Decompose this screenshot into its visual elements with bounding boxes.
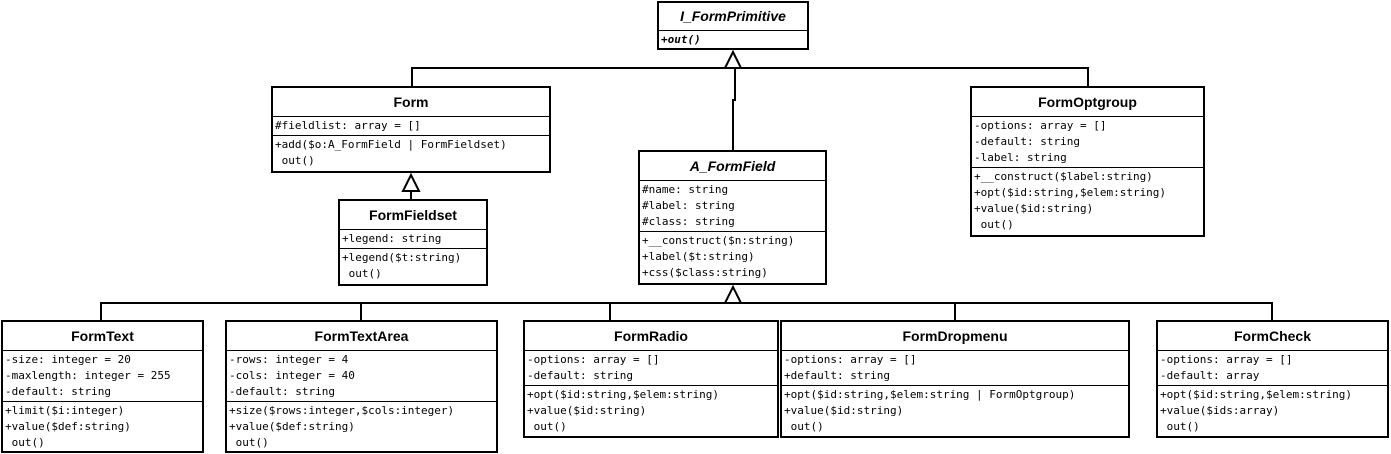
attributes-compartment: -rows: integer = 4 -cols: integer = 40 -… xyxy=(227,351,496,402)
operation: +opt($id:string,$elem:string) xyxy=(527,388,720,401)
class-formcheck[interactable]: FormCheck -options: array = [] -default:… xyxy=(1156,320,1389,438)
class-name: FormDropmenu xyxy=(782,322,1128,351)
attribute: -options: array = [] xyxy=(784,353,917,366)
attribute: +default: string xyxy=(784,369,890,382)
attribute: +legend: string xyxy=(342,232,442,245)
operation: +opt($id:string,$elem:string | FormOptgr… xyxy=(784,388,1076,401)
attribute: -options: array = [] xyxy=(974,119,1107,132)
class-name: Form xyxy=(273,88,549,117)
operations-compartment: +limit($i:integer) +value($def:string) o… xyxy=(3,402,202,452)
operations-compartment: +opt($id:string,$elem:string) +value($id… xyxy=(525,386,777,436)
operation: +__construct($n:string) xyxy=(642,234,795,247)
class-name: A_FormField xyxy=(640,152,825,181)
operation: +legend($t:string) xyxy=(342,251,462,264)
generalization-arrowhead-a-formfield xyxy=(723,284,743,304)
attributes-compartment: -options: array = [] -default: array xyxy=(1158,351,1387,386)
operation: +value($id:string) xyxy=(784,404,904,417)
class-name: FormCheck xyxy=(1158,322,1387,351)
operations-compartment: +size($rows:integer,$cols:integer) +valu… xyxy=(227,402,496,452)
operations-compartment: +__construct($label:string) +opt($id:str… xyxy=(972,168,1203,234)
operations-compartment: +out() xyxy=(659,31,807,49)
operation: +limit($i:integer) xyxy=(5,404,125,417)
class-formradio[interactable]: FormRadio -options: array = [] -default:… xyxy=(523,320,779,438)
attribute: -options: array = [] xyxy=(527,353,660,366)
class-a-formfield[interactable]: A_FormField #name: string #label: string… xyxy=(638,150,827,285)
class-name: FormOptgroup xyxy=(972,88,1203,117)
edge-formtext-to-a-formfield xyxy=(100,302,733,320)
operation: out() xyxy=(342,267,382,280)
operation: +value($ids:array) xyxy=(1160,404,1280,417)
attribute: -default: string xyxy=(974,135,1080,148)
attribute: -cols: integer = 40 xyxy=(229,369,355,382)
operation: +label($t:string) xyxy=(642,250,755,263)
class-formfieldset[interactable]: FormFieldset +legend: string +legend($t:… xyxy=(338,199,488,286)
generalization-arrowhead-form xyxy=(401,172,421,192)
attributes-compartment: #name: string #label: string #class: str… xyxy=(640,181,825,232)
attribute: -rows: integer = 4 xyxy=(229,353,349,366)
operation: out() xyxy=(527,420,567,433)
operation: +__construct($label:string) xyxy=(974,170,1153,183)
operation: +value($def:string) xyxy=(229,420,355,433)
attribute: -default: string xyxy=(5,385,111,398)
operation: +value($id:string) xyxy=(527,404,647,417)
edge-a-formfield-to-i-formprimitive xyxy=(732,68,736,150)
attribute: -label: string xyxy=(974,151,1067,164)
operation: +opt($id:string,$elem:string) xyxy=(1160,388,1353,401)
attribute: -default: string xyxy=(527,369,633,382)
operation: out() xyxy=(784,420,824,433)
attribute: #class: string xyxy=(642,215,735,228)
edge-formoptgroup-to-i-formprimitive xyxy=(733,67,1089,86)
class-name: I_FormPrimitive xyxy=(659,3,807,31)
attribute: -size: integer = 20 xyxy=(5,353,131,366)
operations-compartment: +add($o:A_FormField | FormFieldset) out(… xyxy=(273,136,549,170)
operation: out() xyxy=(229,436,269,449)
operation: out() xyxy=(1160,420,1200,433)
attributes-compartment: #fieldlist: array = [] xyxy=(273,117,549,136)
class-name: FormTextArea xyxy=(227,322,496,351)
operations-compartment: +legend($t:string) out() xyxy=(340,249,486,283)
attribute: -default: array xyxy=(1160,369,1260,382)
attributes-compartment: -size: integer = 20 -maxlength: integer … xyxy=(3,351,202,402)
operations-compartment: +opt($id:string,$elem:string) +value($id… xyxy=(1158,386,1387,436)
attributes-compartment: +legend: string xyxy=(340,230,486,249)
operation: +out() xyxy=(661,33,701,46)
attribute: #name: string xyxy=(642,183,729,196)
generalization-arrowhead-i-formprimitive xyxy=(723,49,743,69)
attribute: -maxlength: integer = 255 xyxy=(5,369,171,382)
attribute: -options: array = [] xyxy=(1160,353,1293,366)
attribute: #label: string xyxy=(642,199,735,212)
attribute: -default: string xyxy=(229,385,335,398)
class-form[interactable]: Form #fieldlist: array = [] +add($o:A_Fo… xyxy=(271,86,551,173)
class-name: FormText xyxy=(3,322,202,351)
operation: out() xyxy=(275,154,315,167)
attributes-compartment: -options: array = [] +default: string xyxy=(782,351,1128,386)
class-name: FormFieldset xyxy=(340,201,486,230)
operation: +add($o:A_FormField | FormFieldset) xyxy=(275,138,507,151)
operation: +css($class:string) xyxy=(642,266,768,279)
operation: +value($def:string) xyxy=(5,420,131,433)
class-i-formprimitive[interactable]: I_FormPrimitive +out() xyxy=(657,1,809,50)
operation: +opt($id:string,$elem:string) xyxy=(974,186,1167,199)
class-name: FormRadio xyxy=(525,322,777,351)
edge-formcheck-to-a-formfield xyxy=(733,302,1273,320)
attributes-compartment: -options: array = [] -default: string xyxy=(525,351,777,386)
class-formdropmenu[interactable]: FormDropmenu -options: array = [] +defau… xyxy=(780,320,1130,438)
operation: out() xyxy=(974,218,1014,231)
edge-form-to-i-formprimitive xyxy=(411,67,733,86)
operation: out() xyxy=(5,436,45,449)
class-formtextarea[interactable]: FormTextArea -rows: integer = 4 -cols: i… xyxy=(225,320,498,453)
attribute: #fieldlist: array = [] xyxy=(275,119,421,132)
class-formoptgroup[interactable]: FormOptgroup -options: array = [] -defau… xyxy=(970,86,1205,237)
operations-compartment: +__construct($n:string) +label($t:string… xyxy=(640,232,825,282)
class-formtext[interactable]: FormText -size: integer = 20 -maxlength:… xyxy=(1,320,204,453)
attributes-compartment: -options: array = [] -default: string -l… xyxy=(972,117,1203,168)
operation: +size($rows:integer,$cols:integer) xyxy=(229,404,455,417)
operations-compartment: +opt($id:string,$elem:string | FormOptgr… xyxy=(782,386,1128,436)
operation: +value($id:string) xyxy=(974,202,1094,215)
